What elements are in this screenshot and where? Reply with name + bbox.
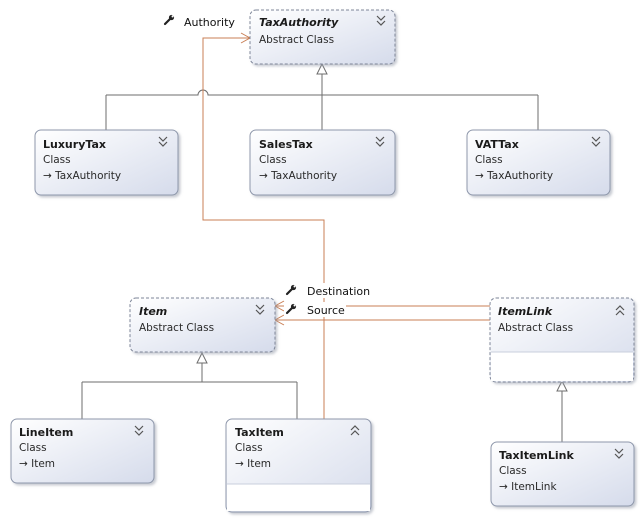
chevron-down-double-icon[interactable] bbox=[614, 448, 624, 459]
chevron-down-double-icon[interactable] bbox=[376, 15, 386, 26]
association-destination-label[interactable]: Destination bbox=[284, 283, 370, 298]
class-kind: Abstract Class bbox=[139, 322, 214, 334]
class-base: → TaxAuthority bbox=[259, 170, 337, 182]
class-taxitemlink[interactable] bbox=[490, 441, 635, 507]
inheritance-arrowhead-itemlink bbox=[556, 379, 568, 392]
class-luxurytax[interactable] bbox=[34, 129, 179, 196]
class-vattax-content: VATTax Class → TaxAuthority bbox=[475, 136, 601, 182]
class-kind: Class bbox=[235, 442, 263, 454]
class-name: LuxuryTax bbox=[43, 138, 106, 151]
association-authority-text: Authority bbox=[184, 16, 235, 29]
inheritance-connectors bbox=[81, 62, 568, 442]
class-base: → TaxAuthority bbox=[475, 170, 553, 182]
chevron-up-double-icon[interactable] bbox=[350, 425, 360, 436]
class-name: TaxItem bbox=[235, 426, 284, 439]
class-taxauthority-content: TaxAuthority Abstract Class bbox=[259, 15, 386, 46]
class-name: TaxItemLink bbox=[499, 449, 574, 462]
association-connectors bbox=[202, 32, 490, 419]
class-kind: Class bbox=[475, 154, 503, 166]
chevron-down-double-icon[interactable] bbox=[375, 136, 385, 147]
class-salestax-content: SalesTax Class → TaxAuthority bbox=[259, 136, 385, 182]
class-item[interactable] bbox=[129, 297, 276, 353]
class-name: Item bbox=[139, 305, 167, 318]
class-taxitem-content: TaxItem Class → Item bbox=[227, 425, 370, 511]
chevron-down-double-icon[interactable] bbox=[255, 304, 265, 315]
class-taxitemlink-content: TaxItemLink Class → ItemLink bbox=[499, 448, 624, 493]
class-compartment bbox=[491, 352, 633, 381]
class-name: TaxAuthority bbox=[259, 16, 339, 29]
class-item-content: Item Abstract Class bbox=[139, 304, 265, 334]
class-kind: Class bbox=[499, 465, 527, 477]
chevron-down-double-icon[interactable] bbox=[158, 136, 168, 147]
class-name: ItemLink bbox=[498, 305, 553, 318]
association-source-label[interactable]: Source bbox=[284, 302, 346, 317]
class-luxurytax-content: LuxuryTax Class → TaxAuthority bbox=[43, 136, 168, 182]
association-authority-label[interactable]: Authority bbox=[163, 13, 235, 29]
association-source-text: Source bbox=[307, 304, 345, 317]
class-name: SalesTax bbox=[259, 138, 313, 151]
class-kind: Class bbox=[43, 154, 71, 166]
class-salestax[interactable] bbox=[249, 129, 396, 196]
label-background bbox=[284, 302, 346, 317]
chevron-up-double-icon[interactable] bbox=[615, 305, 625, 316]
class-kind: Abstract Class bbox=[498, 322, 573, 334]
wrench-icon bbox=[163, 13, 176, 26]
class-kind: Abstract Class bbox=[259, 34, 334, 46]
class-kind: Class bbox=[19, 442, 47, 454]
chevron-down-double-icon[interactable] bbox=[591, 136, 601, 147]
chevron-down-double-icon[interactable] bbox=[134, 425, 144, 436]
class-compartment bbox=[227, 484, 370, 511]
class-lineitem-content: LineItem Class → Item bbox=[19, 425, 144, 470]
class-base: → Item bbox=[19, 458, 55, 470]
class-itemlink-content: ItemLink Abstract Class bbox=[491, 305, 633, 381]
class-kind: Class bbox=[259, 154, 287, 166]
label-background bbox=[284, 283, 364, 298]
class-base: → Item bbox=[235, 458, 271, 470]
class-lineitem[interactable] bbox=[10, 418, 155, 484]
class-base: → ItemLink bbox=[499, 481, 557, 493]
class-base: → TaxAuthority bbox=[43, 170, 121, 182]
class-name: LineItem bbox=[19, 426, 73, 439]
class-vattax[interactable] bbox=[466, 129, 611, 196]
class-name: VATTax bbox=[475, 138, 519, 151]
inheritance-arrowhead-item bbox=[196, 351, 208, 364]
class-taxauthority[interactable] bbox=[249, 9, 396, 65]
association-destination-text: Destination bbox=[307, 285, 370, 298]
inheritance-arrowhead-taxauthority bbox=[316, 62, 328, 75]
